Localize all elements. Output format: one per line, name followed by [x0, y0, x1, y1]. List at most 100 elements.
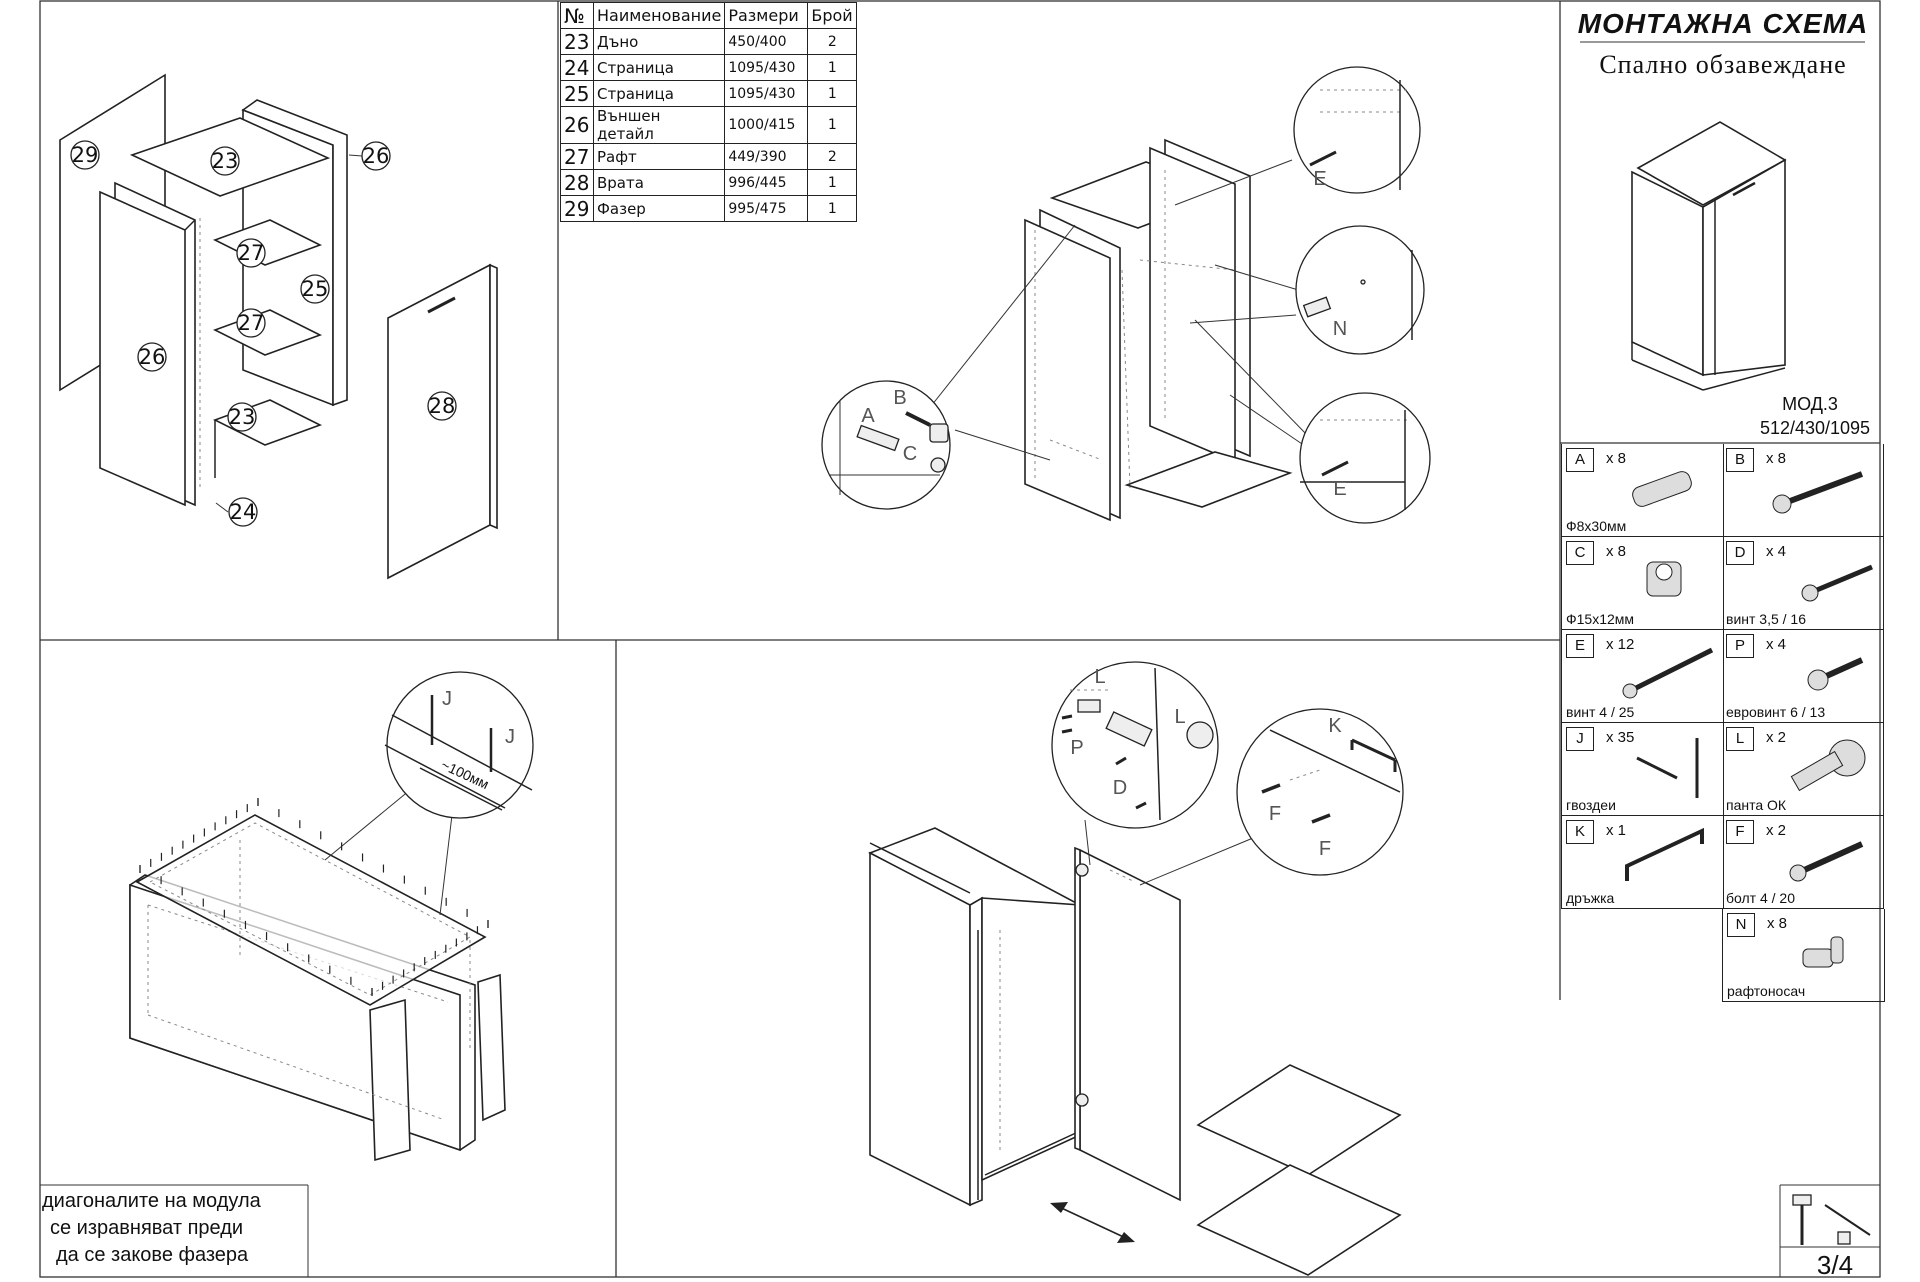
detail-circle-shelf-pin	[1295, 225, 1425, 355]
row-no: 24	[560, 54, 594, 81]
assembled-cabinet-thumbnail	[1631, 121, 1787, 391]
long-screw-icon	[1309, 150, 1337, 167]
hardware-letter: E	[1566, 634, 1594, 658]
hardware-qty: x 1	[1606, 822, 1627, 839]
bolt-icon	[1261, 783, 1281, 794]
nail-marks	[139, 798, 489, 996]
hardware-qty: x 8	[1606, 450, 1627, 467]
table-row: 23 Дъно 450/400 2	[560, 28, 858, 55]
hardware-qty: x 8	[1767, 915, 1788, 932]
col-qty: Брой	[807, 2, 858, 29]
label-23b-text: 23	[229, 405, 256, 429]
table-row: 25 Страница 1095/430 1	[560, 80, 858, 107]
label-28-text: 28	[429, 394, 456, 418]
letter-c: C	[903, 443, 917, 465]
hardware-description: евровинт 6 / 13	[1726, 704, 1826, 720]
part-number-texts: 29 23 26 27 25 27 26 28 23 24	[72, 143, 456, 524]
label-27a-text: 27	[238, 241, 265, 265]
row-qty: 2	[807, 143, 858, 170]
label-28	[427, 391, 457, 421]
detail-circle-screw-top	[1293, 66, 1421, 194]
row-name: Външен детайл	[592, 106, 726, 144]
row-qty: 1	[807, 169, 858, 196]
hardware-qty: x 8	[1766, 450, 1787, 467]
hardware-description: винт 4 / 25	[1566, 704, 1635, 720]
bolt-icon	[1789, 841, 1864, 882]
label-23a-text: 23	[212, 149, 239, 173]
carcass-detail-letters: A B C E N E	[861, 168, 1347, 500]
parts-table: № Наименование Размери Брой 23 Дъно 450/…	[560, 2, 858, 222]
label-27b	[236, 308, 266, 338]
row-no: 29	[560, 195, 594, 222]
table-row: 29 Фазер 995/475 1	[560, 195, 858, 222]
letter-e-bottom: E	[1333, 478, 1346, 500]
label-27a	[236, 238, 266, 268]
label-26r-text: 26	[363, 144, 390, 168]
dowel-icon	[1632, 471, 1692, 507]
hardware-qty: x 35	[1606, 729, 1635, 746]
carcass-left-side	[1024, 218, 1111, 522]
detail-circle-handle	[1236, 708, 1404, 876]
letter-f-left: F	[1269, 803, 1281, 825]
cam-lock-icon	[929, 423, 949, 443]
row-no: 23	[560, 28, 594, 55]
hardware-qty: x 12	[1606, 636, 1635, 653]
label-29	[70, 140, 100, 170]
model-dimensions: 512/430/1095	[1759, 418, 1871, 438]
row-no: 26	[560, 106, 594, 144]
hardware-letter: K	[1566, 820, 1594, 844]
note-line-2: се изравняват преди	[50, 1217, 244, 1239]
row-no: 27	[560, 143, 594, 170]
table-row: 26 Външен детайл 1000/415 1	[560, 106, 858, 144]
letter-p: P	[1070, 737, 1083, 759]
carcass-bottom	[1124, 451, 1293, 508]
hardware-letter: J	[1566, 727, 1594, 751]
row-qty: 1	[807, 195, 858, 222]
hardware-letter: N	[1727, 913, 1755, 937]
row-name: Фазер	[592, 195, 726, 222]
assembly-note: диагоналите на модула се изравняват пред…	[42, 1188, 308, 1282]
detail-circle-screw-bottom	[1299, 392, 1431, 524]
row-no: 28	[560, 169, 594, 196]
detail-circle-hinge	[1051, 661, 1219, 829]
note-line-1: диагоналите на модула	[42, 1190, 261, 1212]
row-size: 1095/430	[724, 54, 809, 81]
hardware-letter: L	[1726, 727, 1754, 751]
col-no: №	[560, 2, 594, 29]
hinge-icon	[1105, 711, 1153, 747]
letter-f-right: F	[1319, 838, 1331, 860]
hardware-description: панта ОК	[1726, 797, 1787, 813]
letter-n: N	[1333, 318, 1347, 340]
label-26-text: 26	[139, 345, 166, 369]
hardware-qty: x 4	[1766, 636, 1787, 653]
carcass-assembly	[919, 138, 1311, 522]
row-qty: 1	[807, 106, 858, 144]
row-size: 449/390	[724, 143, 809, 170]
cam-lock-icon	[1646, 561, 1682, 597]
row-qty: 1	[807, 80, 858, 107]
hardware-description: рафтоносач	[1727, 983, 1806, 999]
hardware-qty: x 2	[1766, 822, 1787, 839]
col-size: Размери	[724, 2, 809, 29]
parts-table-header: № Наименование Размери Брой	[560, 2, 858, 29]
cam-bolt-icon	[1772, 471, 1864, 514]
sheet-subtitle: Спално обзавеждане	[1599, 50, 1847, 79]
letter-j-right: J	[505, 726, 515, 748]
hardware-qty: x 2	[1766, 729, 1787, 746]
hardware-description: дръжка	[1566, 890, 1615, 906]
page-number: 3/4	[1816, 1250, 1854, 1280]
part-number-labels	[70, 140, 457, 527]
handle-icon	[1351, 738, 1396, 762]
door-detail-letters: L L P D K F F	[1070, 666, 1342, 860]
row-name: Страница	[592, 54, 726, 81]
letter-d: D	[1113, 777, 1127, 799]
label-29-text: 29	[72, 143, 99, 167]
part-28-door	[387, 263, 491, 580]
table-row: 24 Страница 1095/430 1	[560, 54, 858, 81]
label-23a	[210, 146, 240, 176]
